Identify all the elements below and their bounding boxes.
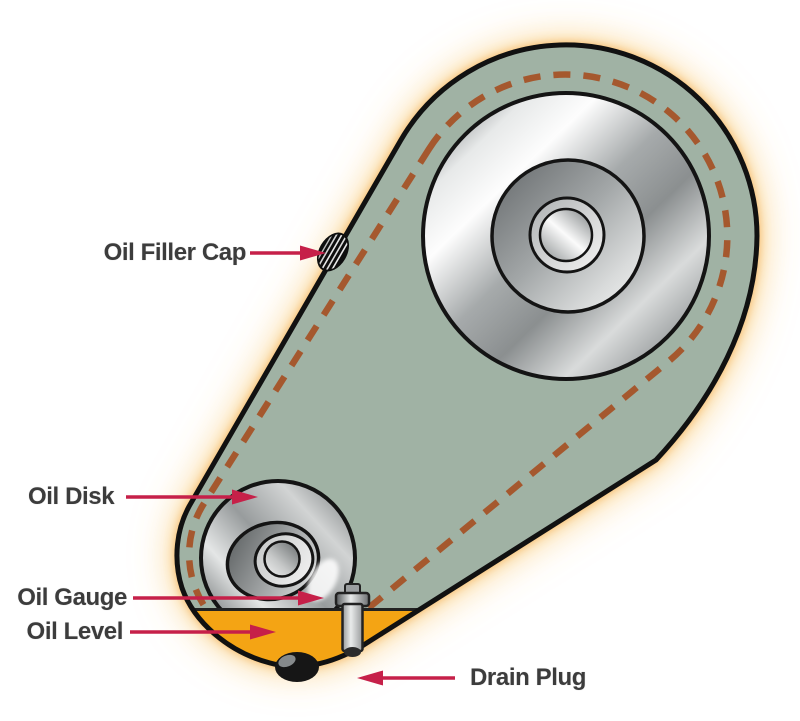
label-oil-level: Oil Level [26, 618, 124, 645]
housing-outline [174, 42, 760, 669]
oil-disk-axle-hole [263, 540, 301, 578]
oil-gauge-graphic [334, 583, 371, 657]
oil-filler-cap-body [316, 232, 350, 272]
drain-plug-highlight [278, 654, 296, 668]
belt-path [185, 71, 731, 653]
drain-plug-knob [275, 652, 319, 682]
oil-gauge-body [341, 602, 364, 653]
label-drain-plug: Drain Plug [470, 664, 587, 691]
oil-level-arrowhead [250, 624, 276, 640]
large-disk [421, 91, 711, 381]
oil-disk-shine [307, 558, 339, 602]
oil-filler-cap-arrowhead [300, 245, 326, 261]
oil-gauge-arrowhead [298, 590, 324, 606]
drain-plug-arrowhead [357, 670, 383, 686]
label-oil-filler-cap: Oil Filler Cap [103, 239, 247, 266]
oil-gauge-tip [344, 647, 361, 657]
label-oil-gauge: Oil Gauge [17, 584, 127, 611]
drain-plug-graphic [275, 652, 319, 682]
label-oil-disk: Oil Disk [28, 483, 115, 510]
large-disk-axle-hole [538, 207, 594, 263]
callout-arrows [126, 245, 455, 686]
oil-disk-arrowhead [232, 489, 258, 505]
oil-filler-cap-graphic [313, 229, 352, 275]
